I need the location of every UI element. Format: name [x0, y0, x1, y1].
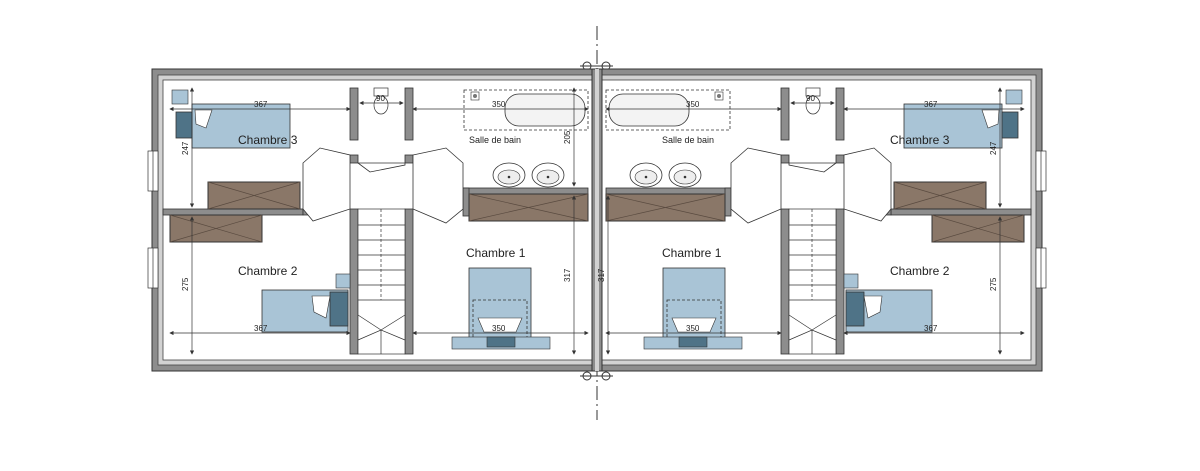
left-dim-c1-width: 350: [492, 324, 506, 333]
right-wardrobe-1: [893, 181, 987, 210]
left-sink-1: [492, 162, 526, 188]
left-dim-wc: 90: [376, 94, 385, 103]
left-bed-chambre3: [171, 89, 291, 149]
left-dim-c3-height: 247: [181, 141, 190, 155]
right-dimension-lines: [605, 87, 1025, 355]
right-sink-1: [629, 162, 663, 188]
left-dim-bath-height: 205: [563, 130, 572, 144]
left-dim-c2-width: 367: [254, 324, 268, 333]
left-chambre2-label: Chambre 2: [238, 264, 298, 278]
right-dim-wc: 90: [806, 94, 815, 103]
right-chambre3-label: Chambre 3: [890, 133, 950, 147]
right-bathtub: [605, 89, 731, 131]
right-dim-c3-width: 367: [924, 100, 938, 109]
right-bed-chambre3: [903, 89, 1023, 149]
right-dim-c2-height: 275: [989, 277, 998, 291]
left-doors: [302, 147, 464, 224]
left-dim-bath-width: 350: [492, 100, 506, 109]
left-bathtub: [463, 89, 589, 131]
left-chambre1-label: Chambre 1: [466, 246, 526, 260]
right-staircase: [788, 208, 837, 355]
left-wardrobe-1: [207, 181, 301, 210]
axis-marker-top: [580, 61, 613, 71]
left-dimension-lines: [169, 87, 589, 355]
left-wardrobe-2: [169, 214, 263, 243]
right-bed-chambre2: [843, 273, 933, 333]
right-chambre1-label: Chambre 1: [662, 246, 722, 260]
right-windows: [1035, 150, 1047, 289]
left-bath-label: Salle de bain: [469, 135, 521, 145]
right-wardrobe-3: [605, 193, 726, 222]
left-wardrobe-3: [468, 193, 589, 222]
left-dim-c2-height: 275: [181, 277, 190, 291]
right-bath-label: Salle de bain: [662, 135, 714, 145]
right-dim-c3-height: 247: [989, 141, 998, 155]
left-staircase: [357, 208, 406, 355]
right-dim-c1-width: 350: [686, 324, 700, 333]
axis-marker-bottom: [580, 371, 613, 381]
right-dim-bath-width: 350: [686, 100, 700, 109]
right-dim-c2-width: 367: [924, 324, 938, 333]
left-bed-chambre2: [261, 273, 351, 333]
left-windows: [147, 150, 159, 289]
left-dim-c3-width: 367: [254, 100, 268, 109]
left-dim-c1-height: 317: [563, 268, 572, 282]
right-wardrobe-2: [931, 214, 1025, 243]
left-unit: Chambre 3 Chambre 2 Chambre 1 Salle de b…: [147, 87, 589, 355]
right-unit: Chambre 3 Chambre 2 Chambre 1 Salle de b…: [597, 87, 1047, 355]
right-dim-c1-height: 317: [597, 268, 606, 282]
right-doors: [730, 147, 892, 224]
left-chambre3-label: Chambre 3: [238, 133, 298, 147]
right-sink-2: [668, 162, 702, 188]
left-sink-2: [531, 162, 565, 188]
right-chambre2-label: Chambre 2: [890, 264, 950, 278]
